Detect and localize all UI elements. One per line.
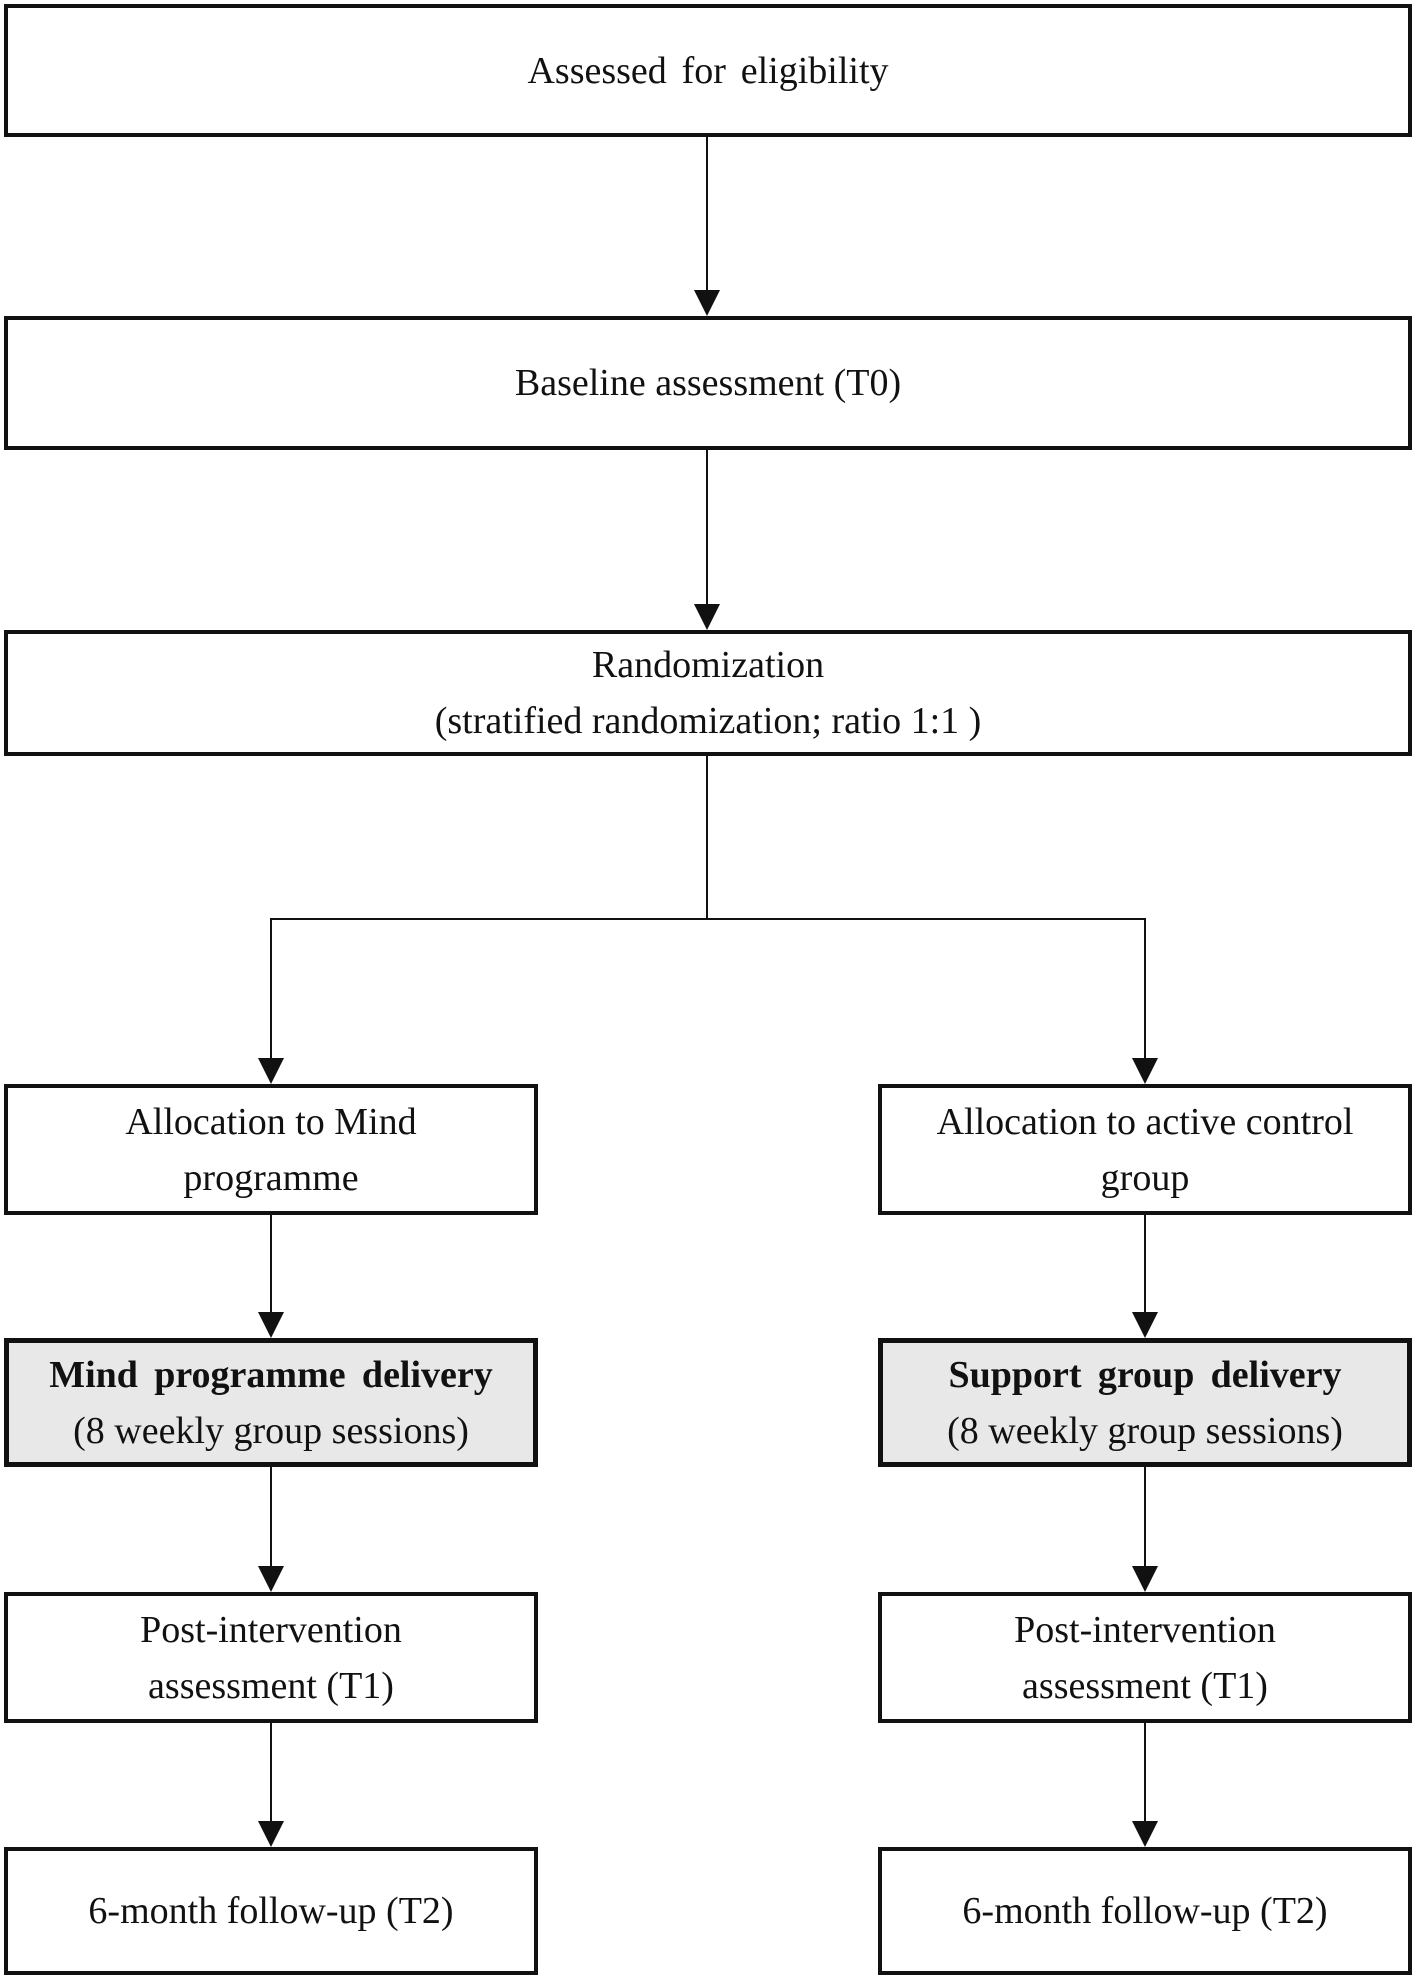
box-followup-mind: 6-month follow-up (T2) bbox=[4, 1847, 538, 1975]
box-assessed-eligibility: Assessed for eligibility bbox=[4, 4, 1412, 137]
connector-line bbox=[706, 137, 708, 292]
box-delivery-mind: Mind programme delivery (8 weekly group … bbox=[4, 1338, 538, 1467]
box-allocation-mind-line1: Allocation to Mind bbox=[125, 1100, 417, 1143]
box-delivery-support-detail: (8 weekly group sessions) bbox=[947, 1409, 1343, 1452]
box-baseline-assessment-label: Baseline assessment (T0) bbox=[514, 362, 902, 404]
arrow-down-icon bbox=[1132, 1566, 1158, 1592]
connector-line bbox=[270, 1723, 272, 1821]
box-randomization-detail: (stratified randomization; ratio 1:1 ) bbox=[434, 700, 982, 742]
box-randomization-title: Randomization bbox=[591, 644, 825, 686]
connector-line bbox=[270, 918, 1146, 920]
arrow-down-icon bbox=[1132, 1821, 1158, 1847]
arrow-down-icon bbox=[694, 604, 720, 630]
connector-line bbox=[706, 450, 708, 604]
box-randomization: Randomization (stratified randomization;… bbox=[4, 630, 1412, 756]
arrow-down-icon bbox=[258, 1821, 284, 1847]
box-post-assessment-control-line1: Post-intervention bbox=[1014, 1608, 1276, 1651]
box-post-assessment-mind-line1: Post-intervention bbox=[140, 1608, 402, 1651]
box-followup-mind-label: 6-month follow-up (T2) bbox=[88, 1890, 454, 1932]
box-allocation-mind-line2: programme bbox=[183, 1156, 359, 1199]
box-delivery-support-title: Support group delivery bbox=[948, 1353, 1342, 1396]
arrow-down-icon bbox=[258, 1312, 284, 1338]
arrow-down-icon bbox=[1132, 1312, 1158, 1338]
arrow-down-icon bbox=[694, 290, 720, 316]
connector-line bbox=[1144, 1723, 1146, 1821]
connector-line bbox=[706, 756, 708, 919]
box-assessed-eligibility-label: Assessed for eligibility bbox=[527, 49, 889, 92]
box-delivery-mind-detail: (8 weekly group sessions) bbox=[73, 1409, 469, 1452]
arrow-down-icon bbox=[1132, 1058, 1158, 1084]
connector-line bbox=[270, 918, 272, 1060]
box-allocation-mind: Allocation to Mind programme bbox=[4, 1084, 538, 1215]
box-followup-control: 6-month follow-up (T2) bbox=[878, 1847, 1412, 1975]
box-delivery-mind-title: Mind programme delivery bbox=[49, 1353, 493, 1396]
box-delivery-support: Support group delivery (8 weekly group s… bbox=[878, 1338, 1412, 1467]
connector-line bbox=[1144, 918, 1146, 1060]
connector-line bbox=[270, 1467, 272, 1567]
connector-line bbox=[1144, 1467, 1146, 1567]
arrow-down-icon bbox=[258, 1566, 284, 1592]
box-followup-control-label: 6-month follow-up (T2) bbox=[962, 1890, 1328, 1932]
box-post-assessment-control-line2: assessment (T1) bbox=[1022, 1664, 1268, 1707]
connector-line bbox=[270, 1215, 272, 1314]
arrow-down-icon bbox=[258, 1058, 284, 1084]
box-allocation-control-line1: Allocation to active control bbox=[936, 1100, 1354, 1143]
box-post-assessment-control: Post-intervention assessment (T1) bbox=[878, 1592, 1412, 1723]
box-post-assessment-mind: Post-intervention assessment (T1) bbox=[4, 1592, 538, 1723]
box-post-assessment-mind-line2: assessment (T1) bbox=[148, 1664, 394, 1707]
connector-line bbox=[1144, 1215, 1146, 1314]
box-allocation-control: Allocation to active control group bbox=[878, 1084, 1412, 1215]
box-baseline-assessment: Baseline assessment (T0) bbox=[4, 316, 1412, 450]
box-allocation-control-line2: group bbox=[1100, 1156, 1190, 1199]
